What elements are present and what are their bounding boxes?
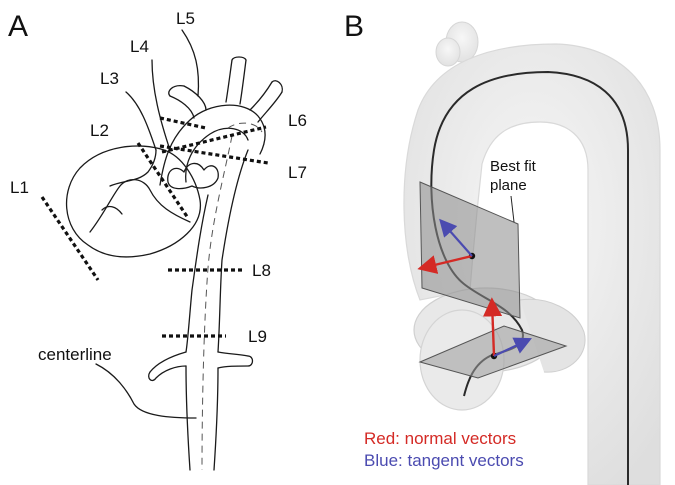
label-l7: L7	[288, 163, 307, 182]
panel-a: A	[8, 9, 307, 470]
level-lines	[42, 118, 268, 336]
legend-tangent-vectors: Blue: tangent vectors	[364, 451, 524, 470]
label-l3: L3	[100, 69, 119, 88]
level-labels: L1 L2 L3 L4 L5 L6 L7 L8 L9	[10, 9, 307, 346]
legend-normal-vectors: Red: normal vectors	[364, 429, 516, 448]
plane-label-line2: plane	[490, 177, 527, 194]
centerline-label: centerline	[38, 345, 112, 364]
level-line-l7	[160, 146, 268, 163]
label-l1: L1	[10, 178, 29, 197]
panel-b-letter: B	[344, 10, 364, 43]
label-l4: L4	[130, 37, 149, 56]
label-l2: L2	[90, 121, 109, 140]
label-l8: L8	[252, 261, 271, 280]
panel-b: B Best fit plane Red: n	[344, 10, 660, 485]
plane-label-line1: Best fit	[490, 158, 537, 175]
panel-a-letter: A	[8, 10, 28, 43]
label-l5: L5	[176, 9, 195, 28]
label-l9: L9	[248, 327, 267, 346]
label-l6: L6	[288, 111, 307, 130]
centerline-leader	[96, 364, 196, 418]
heart-outline	[67, 146, 201, 257]
plane-label-leader	[511, 196, 514, 222]
level-line-l1	[42, 197, 98, 280]
